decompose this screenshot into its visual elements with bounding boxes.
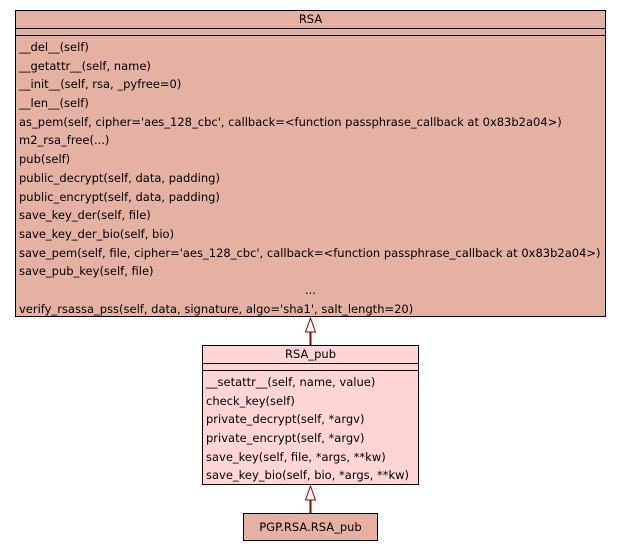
method-save-pem[interactable]: save_pem(self, file, cipher='aes_128_cbc… [19,245,601,260]
class-pgp-rsa-pub[interactable]: PGP.RSA.RSA_pub [243,513,378,541]
method-private-encrypt[interactable]: private_encrypt(self, *argv) [206,431,365,446]
method-check-key[interactable]: check_key(self) [206,393,295,408]
class-pgp-rsa-pub-title: PGP.RSA.RSA_pub [259,520,362,534]
method-save-pub-key[interactable]: save_pub_key(self, file) [19,264,154,279]
method-del[interactable]: __del__(self) [19,40,89,54]
class-rsa-pub-methods: __setattr__(self, name, value) check_key… [203,371,418,485]
inheritance-arrowhead-rsa-pub [304,484,317,501]
class-rsa-attributes [16,29,605,36]
class-rsa-pub-attributes [203,364,418,371]
method-save-key-bio[interactable]: save_key_bio(self, bio, *args, **kw) [206,468,410,483]
class-rsa-pub-title: RSA_pub [203,346,418,364]
method-len[interactable]: __len__(self) [19,96,89,111]
method-as-pem[interactable]: as_pem(self, cipher='aes_128_cbc', callb… [19,114,562,129]
method-save-key-der[interactable]: save_key_der(self, file) [19,208,151,223]
class-rsa[interactable]: RSA __del__(self) __getattr__(self, name… [15,10,606,317]
method-init[interactable]: __init__(self, rsa, _pyfree=0) [19,77,182,92]
inheritance-arrowhead-rsa [304,316,317,333]
class-rsa-pub[interactable]: RSA_pub __setattr__(self, name, value) c… [202,345,419,485]
method-m2-rsa-free[interactable]: m2_rsa_free(...) [19,133,110,148]
method-getattr[interactable]: __getattr__(self, name) [19,58,151,73]
method-private-decrypt[interactable]: private_decrypt(self, *argv) [206,412,365,427]
method-setattr[interactable]: __setattr__(self, name, value) [206,375,376,389]
method-verify-rsassa-pss[interactable]: verify_rsassa_pss(self, data, signature,… [19,301,414,316]
method-pub[interactable]: pub(self) [19,152,71,167]
method-save-key-der-bio[interactable]: save_key_der_bio(self, bio) [19,226,175,241]
method-public-decrypt[interactable]: public_decrypt(self, data, padding) [19,170,220,185]
methods-ellipsis: ... [305,282,316,297]
method-public-encrypt[interactable]: public_encrypt(self, data, padding) [19,189,220,204]
class-rsa-methods: __del__(self) __getattr__(self, name) __… [16,36,605,318]
method-save-key[interactable]: save_key(self, file, *args, **kw) [206,449,386,464]
class-rsa-title: RSA [16,11,605,29]
